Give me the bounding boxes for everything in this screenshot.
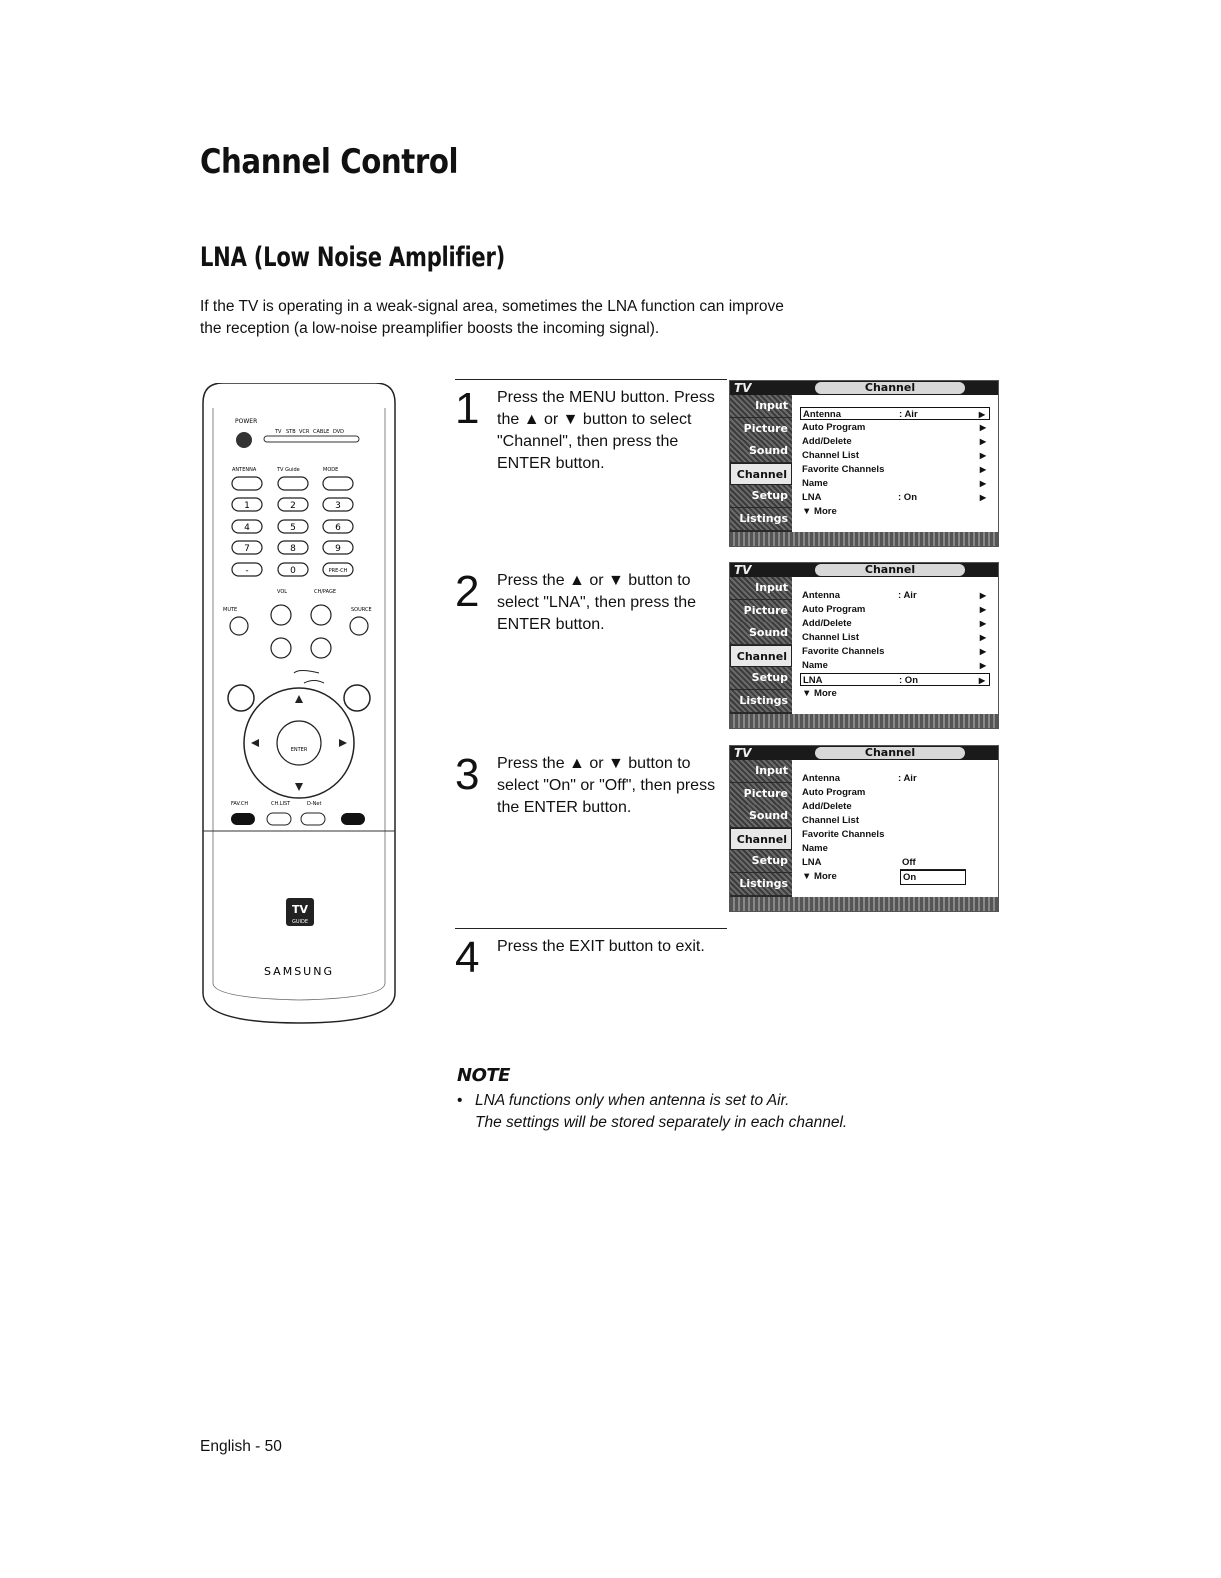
osd-lna-popup: Off On [900,856,966,885]
osd-side-input: Input [730,395,792,417]
osd-screen-1: TV Channel Input Picture Sound Channel Se… [729,380,999,547]
power-button-icon [236,432,252,448]
step-4: 4 Press the EXIT button to exit. [455,928,727,988]
step-number: 2 [455,567,480,616]
step-number: 3 [455,750,480,799]
digit-0: 0 [290,566,296,576]
digit-dash: - [245,566,248,576]
intro-paragraph: If the TV is operating in a weak-signal … [200,296,900,340]
remote-label-dnet: D-Net [307,801,321,807]
digit-3: 3 [335,501,341,511]
note-line-2: The settings will be stored separately i… [475,1114,848,1131]
digit-4: 4 [244,523,250,533]
note-title: NOTE [457,1065,510,1086]
remote-brand: SAMSUNG [264,965,334,978]
section-subtitle: LNA (Low Noise Amplifier) [200,242,506,273]
bullet-icon: • [457,1092,463,1109]
remote-label-antenna: ANTENNA [232,467,257,473]
intro-line-2: the reception (a low-noise preamplifier … [200,320,660,337]
osd-side-sound: Sound [730,440,792,463]
remote-label-enter: ENTER [291,747,308,753]
step-text: Press the ▲ or ▼ button to select "LNA",… [497,572,697,633]
digit-6: 6 [335,523,341,533]
digit-1: 1 [244,501,250,511]
step-1: 1 Press the MENU button. Press the ▲ or … [455,379,727,499]
osd-side-listings: Listings [730,507,792,530]
remote-label-chlist: CH.LIST [271,801,291,807]
note-text: • LNA functions only when antenna is set … [457,1090,847,1134]
remote-label-power: POWER [235,418,257,425]
svg-text:TV: TV [292,903,309,916]
step-text: Press the ▲ or ▼ button to select "On" o… [497,755,716,816]
svg-text:GUIDE: GUIDE [292,919,308,925]
remote-label-mode: MODE [323,467,338,473]
remote-label-tvguide: TV Guide [276,467,300,473]
osd-tv-tag: TV [734,381,752,395]
remote-label-mute: MUTE [223,607,237,613]
osd-side-picture: Picture [730,417,792,440]
remote-control-illustration: POWER TV STB VCR CABLE DVD ANTENNA TV Gu… [202,383,396,1024]
osd-side-channel: Channel [730,462,792,485]
remote-label-dvd: DVD [333,429,344,435]
remote-label-source: SOURCE [351,607,372,613]
remote-label-tv: TV [274,429,282,435]
step-2: 2 Press the ▲ or ▼ button to select "LNA… [455,562,727,662]
remote-label-cable: CABLE [313,429,329,435]
step-number: 1 [455,384,480,433]
popup-option-on: On [900,870,966,885]
digit-9: 9 [335,544,341,554]
digit-8: 8 [290,544,296,554]
tv-guide-logo-icon [286,898,314,926]
remote-label-vol: VOL [277,589,287,595]
remote-label-favch: FAV.CH [231,801,248,807]
step-3: 3 Press the ▲ or ▼ button to select "On"… [455,745,727,845]
osd-header: Channel [815,382,965,394]
remote-label-stb: STB [286,429,296,435]
digit-7: 7 [244,544,250,554]
digit-5: 5 [290,523,296,533]
osd-side-setup: Setup [730,485,792,508]
digit-2: 2 [290,501,296,511]
popup-option-off: Off [900,856,966,870]
page-footer: English - 50 [200,1438,282,1455]
step-text: Press the EXIT button to exit. [497,938,705,955]
page-title: Channel Control [200,142,459,182]
note-line-1: LNA functions only when antenna is set t… [475,1092,790,1109]
remote-label-chpage: CH/PAGE [314,589,336,595]
digit-prech: PRE-CH [329,568,348,574]
remote-label-vcr: VCR [299,429,310,435]
intro-line-1: If the TV is operating in a weak-signal … [200,298,784,315]
step-number: 4 [455,933,480,982]
step-text: Press the MENU button. Press the ▲ or ▼ … [497,389,715,472]
